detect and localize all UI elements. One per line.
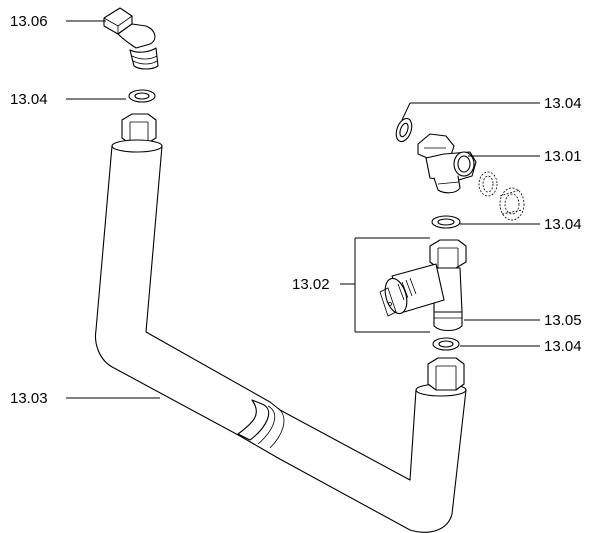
label-valve-group: 13.02 xyxy=(292,276,330,293)
label-flexible-pipe: 13.03 xyxy=(10,390,48,407)
label-washer-bottom-right: 13.04 xyxy=(544,338,582,355)
pipe-elbow-part xyxy=(103,7,159,70)
label-pipe-elbow: 13.06 xyxy=(10,13,48,30)
washer-mid-right-part xyxy=(431,215,461,229)
flexible-pipe-part xyxy=(94,113,467,533)
leader-lines xyxy=(66,20,540,399)
washer-bottom-right-part xyxy=(432,337,460,351)
valve-group-part xyxy=(379,239,467,332)
label-tee-fitting: 13.01 xyxy=(544,148,582,165)
label-washer-top-right: 13.04 xyxy=(544,95,582,112)
label-washer-left: 13.04 xyxy=(10,91,48,108)
washer-left-part xyxy=(128,89,156,103)
dashed-cap-small xyxy=(478,171,498,197)
dashed-cap-large xyxy=(499,187,525,221)
washer-top-right-part xyxy=(395,117,413,143)
label-washer-mid-right: 13.04 xyxy=(544,216,582,233)
label-valve-nut: 13.05 xyxy=(544,312,582,329)
tee-fitting-part xyxy=(417,133,525,221)
